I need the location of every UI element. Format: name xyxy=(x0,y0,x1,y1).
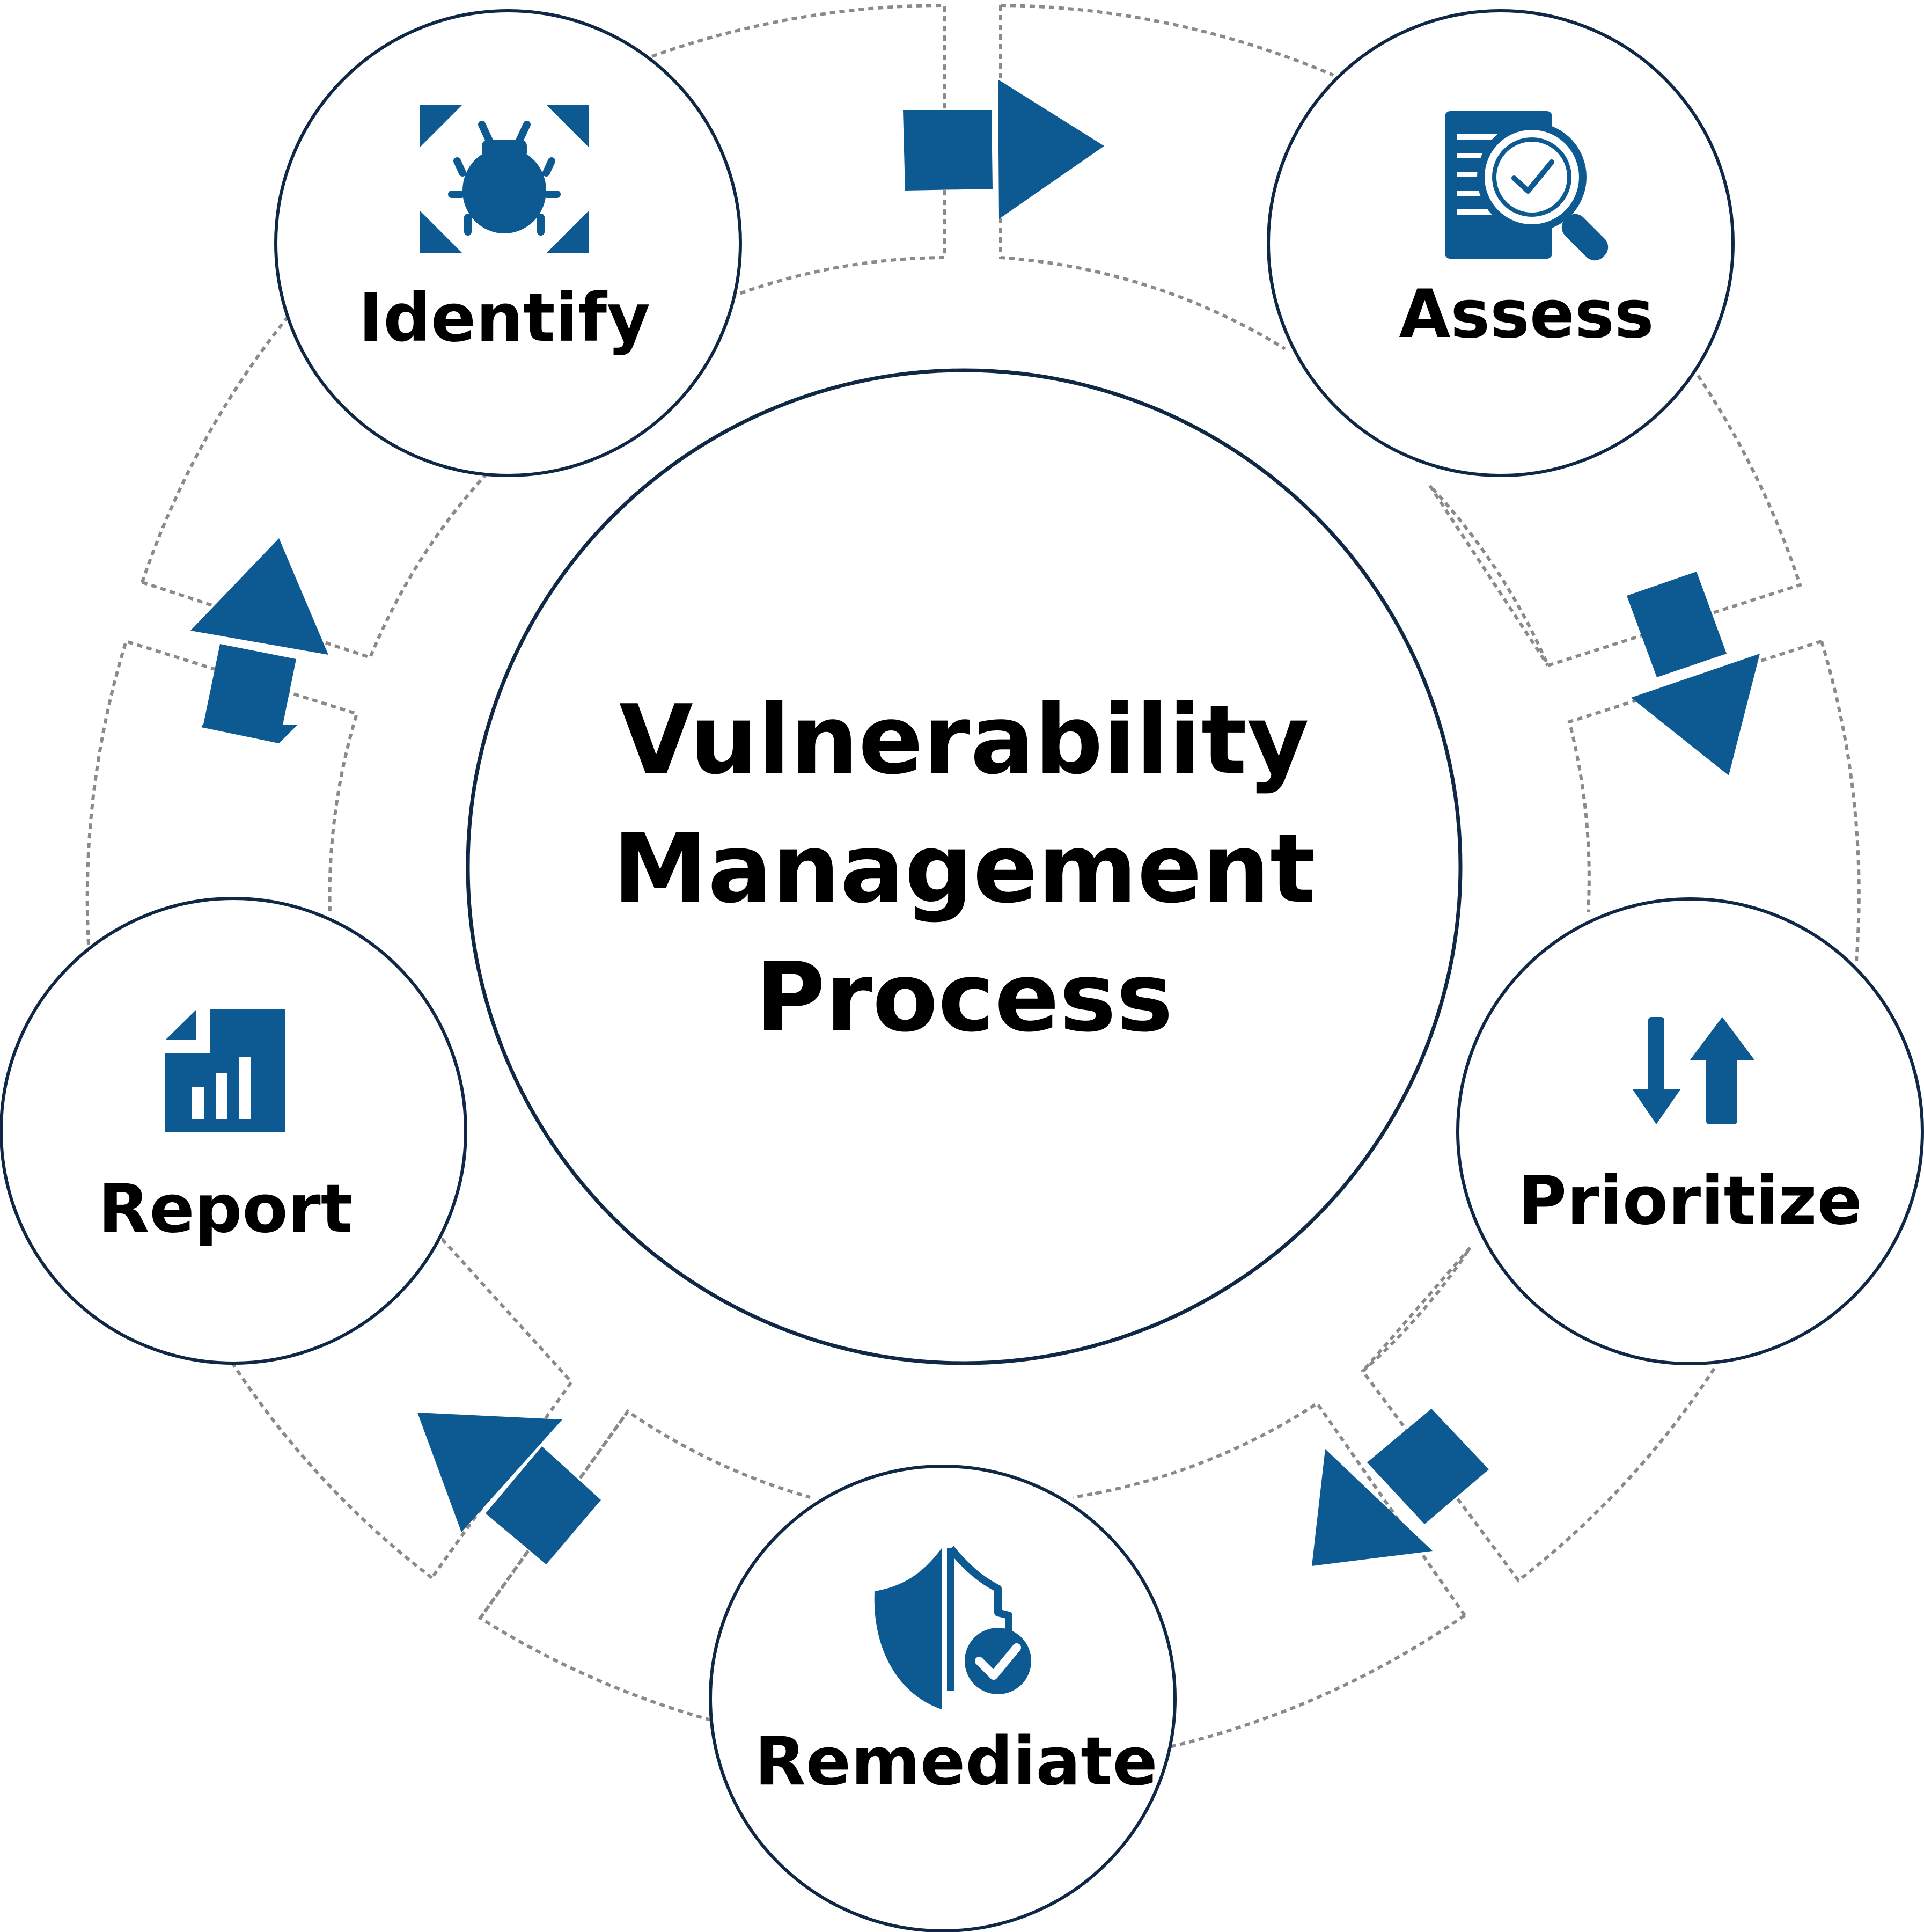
center-title-line-1: Vulnerability xyxy=(619,684,1309,795)
step-label-prioritize: Prioritize xyxy=(1518,1162,1862,1240)
step-node-identify: Identify xyxy=(274,9,742,477)
step-label-assess: Assess xyxy=(1399,276,1654,353)
arrow-identify-to-assess xyxy=(903,79,1104,219)
shield-check-icon xyxy=(874,1546,1031,1709)
arrow-assess-to-prioritize xyxy=(1627,572,1760,775)
center-title-line-2: Management xyxy=(613,813,1316,924)
arrow-report-to-identify xyxy=(190,538,328,743)
sort-arrows-icon xyxy=(1633,1017,1754,1124)
bug-icon xyxy=(420,105,589,253)
center-title-line-3: Process xyxy=(755,942,1173,1053)
step-node-report: Report xyxy=(0,897,467,1365)
dashed-ring xyxy=(85,3,1861,1748)
step-label-identify: Identify xyxy=(358,280,650,357)
arrow-remediate-to-report xyxy=(417,1413,601,1564)
step-label-report: Report xyxy=(98,1170,353,1248)
step-node-remediate: Remediate xyxy=(709,1465,1177,1932)
step-label-remediate: Remediate xyxy=(754,1723,1157,1801)
step-node-assess: Assess xyxy=(1267,9,1735,477)
center-node: Vulnerability Management Process xyxy=(466,368,1463,1365)
step-node-prioritize: Prioritize xyxy=(1456,897,1924,1365)
arrow-prioritize-to-remediate xyxy=(1312,1409,1489,1566)
bar-chart-report-icon xyxy=(165,1009,285,1132)
flow-arrows xyxy=(190,79,1760,1566)
document-magnifier-check-icon xyxy=(1445,111,1609,261)
